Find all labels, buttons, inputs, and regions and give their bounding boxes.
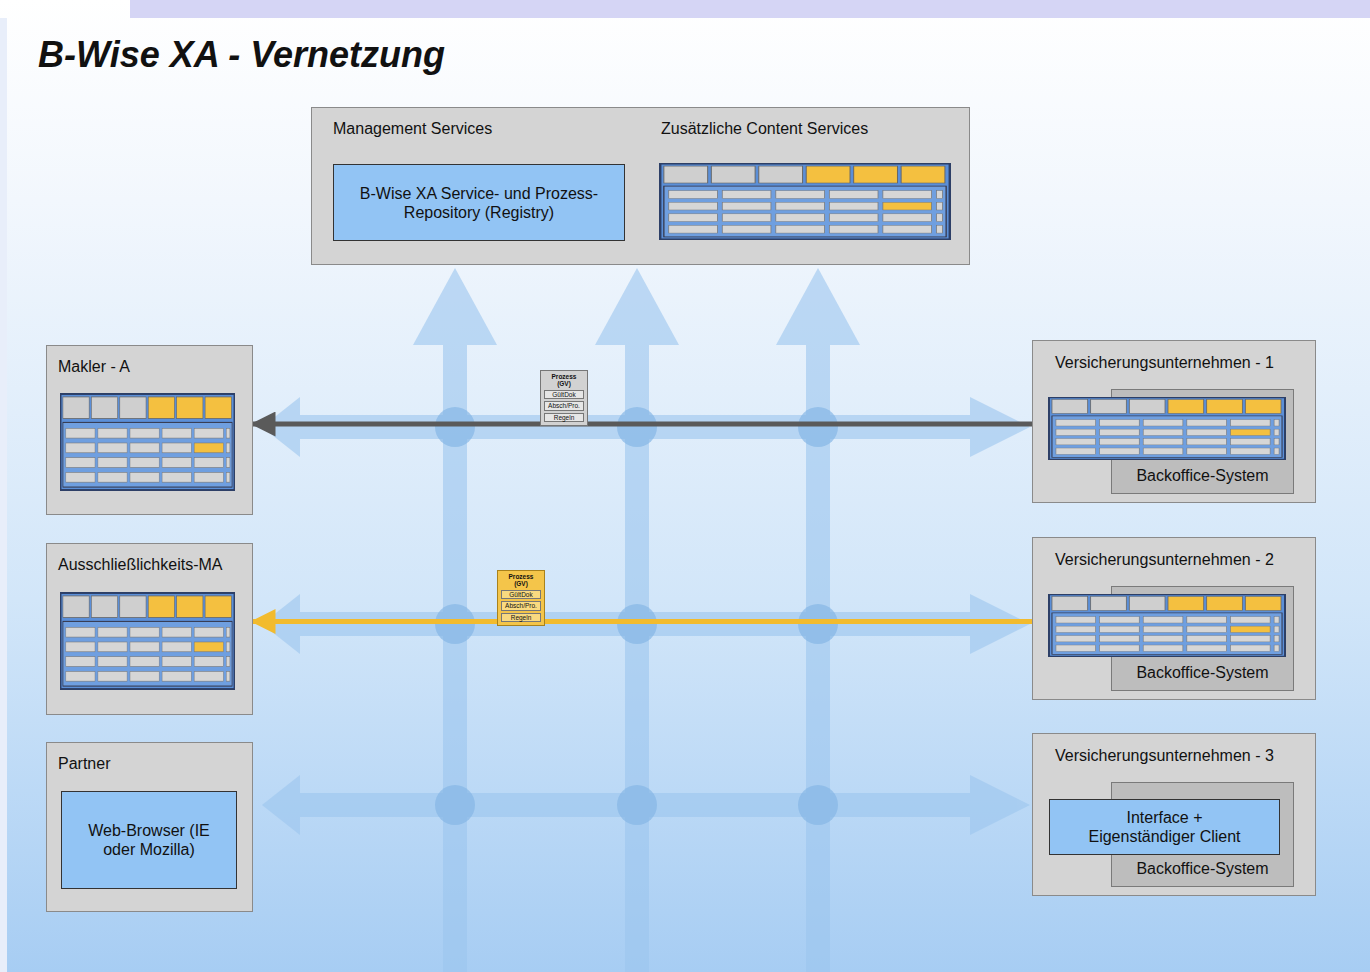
insurer-panel: Versicherungsunternehmen - 3 Backoffice-S… bbox=[1032, 733, 1316, 896]
card-field: GültDok bbox=[544, 390, 584, 399]
backoffice-box: Backoffice-System bbox=[1111, 389, 1294, 494]
box-heading: Zusätzliche Content Services bbox=[661, 119, 868, 138]
insurer-panel: Versicherungsunternehmen - 2 Backoffice-S… bbox=[1032, 537, 1316, 700]
card-field: Absch/Pro. bbox=[501, 601, 541, 610]
box-heading: Versicherungsunternehmen - 3 bbox=[1055, 746, 1274, 765]
services-panel: Management Services Zusätzliche Content S… bbox=[311, 107, 970, 265]
card-field: Regeln bbox=[544, 413, 584, 422]
card-field: Regeln bbox=[501, 613, 541, 622]
process-card: Prozess (GV) GültDokAbsch/Pro. Regeln bbox=[540, 370, 588, 426]
box-label: Interface + Eigenständiger Client bbox=[1080, 808, 1249, 846]
box-heading: Versicherungsunternehmen - 2 bbox=[1055, 550, 1274, 569]
box-heading: Partner bbox=[58, 754, 110, 773]
content-services-screen bbox=[660, 164, 950, 239]
box-label: Backoffice-System bbox=[1116, 663, 1289, 682]
insurer-panel: Versicherungsunternehmen - 1 Backoffice-S… bbox=[1032, 340, 1316, 503]
box-label: B-Wise XA Service- und Prozess-Repositor… bbox=[348, 183, 610, 221]
box-heading: Management Services bbox=[333, 119, 492, 138]
message-arrow bbox=[253, 619, 1032, 624]
left-strip bbox=[0, 18, 7, 972]
box-heading: Versicherungsunternehmen - 1 bbox=[1055, 353, 1274, 372]
card-field: GültDok bbox=[501, 590, 541, 599]
message-arrow bbox=[253, 422, 1032, 427]
box-heading: Ausschließlichkeits-MA bbox=[58, 555, 222, 574]
box-label: Backoffice-System bbox=[1116, 466, 1289, 485]
partner-panel: PartnerWeb-Browser (IE oder Mozilla) bbox=[46, 742, 253, 912]
process-card: Prozess (GV) GültDokAbsch/Pro. Regeln bbox=[497, 570, 545, 626]
leitsystem-screen bbox=[61, 593, 235, 689]
box-label: Backoffice-System bbox=[1116, 859, 1289, 878]
browser-box: Web-Browser (IE oder Mozilla) bbox=[61, 791, 237, 889]
card-heading: Prozess (GV) bbox=[501, 573, 541, 588]
diagram-title: B-Wise XA - Vernetzung bbox=[38, 34, 445, 76]
box-label: Web-Browser (IE oder Mozilla) bbox=[78, 821, 220, 859]
partner-panel: Makler - A bbox=[46, 345, 253, 515]
top-band bbox=[130, 0, 1370, 18]
backoffice-box: Backoffice-System bbox=[1111, 586, 1294, 691]
leitsystem-screen bbox=[1049, 398, 1285, 460]
partner-panel: Ausschließlichkeits-MA bbox=[46, 543, 253, 715]
card-field: Absch/Pro. bbox=[544, 401, 584, 410]
leitsystem-screen bbox=[1049, 595, 1285, 657]
bus-nodes bbox=[435, 407, 838, 825]
card-heading: Prozess (GV) bbox=[544, 373, 584, 388]
repository-box: B-Wise XA Service- und Prozess-Repositor… bbox=[333, 164, 625, 241]
box-heading: Makler - A bbox=[58, 357, 130, 376]
leitsystem-screen bbox=[61, 394, 235, 490]
interface-box: Interface + Eigenständiger Client bbox=[1049, 799, 1280, 855]
